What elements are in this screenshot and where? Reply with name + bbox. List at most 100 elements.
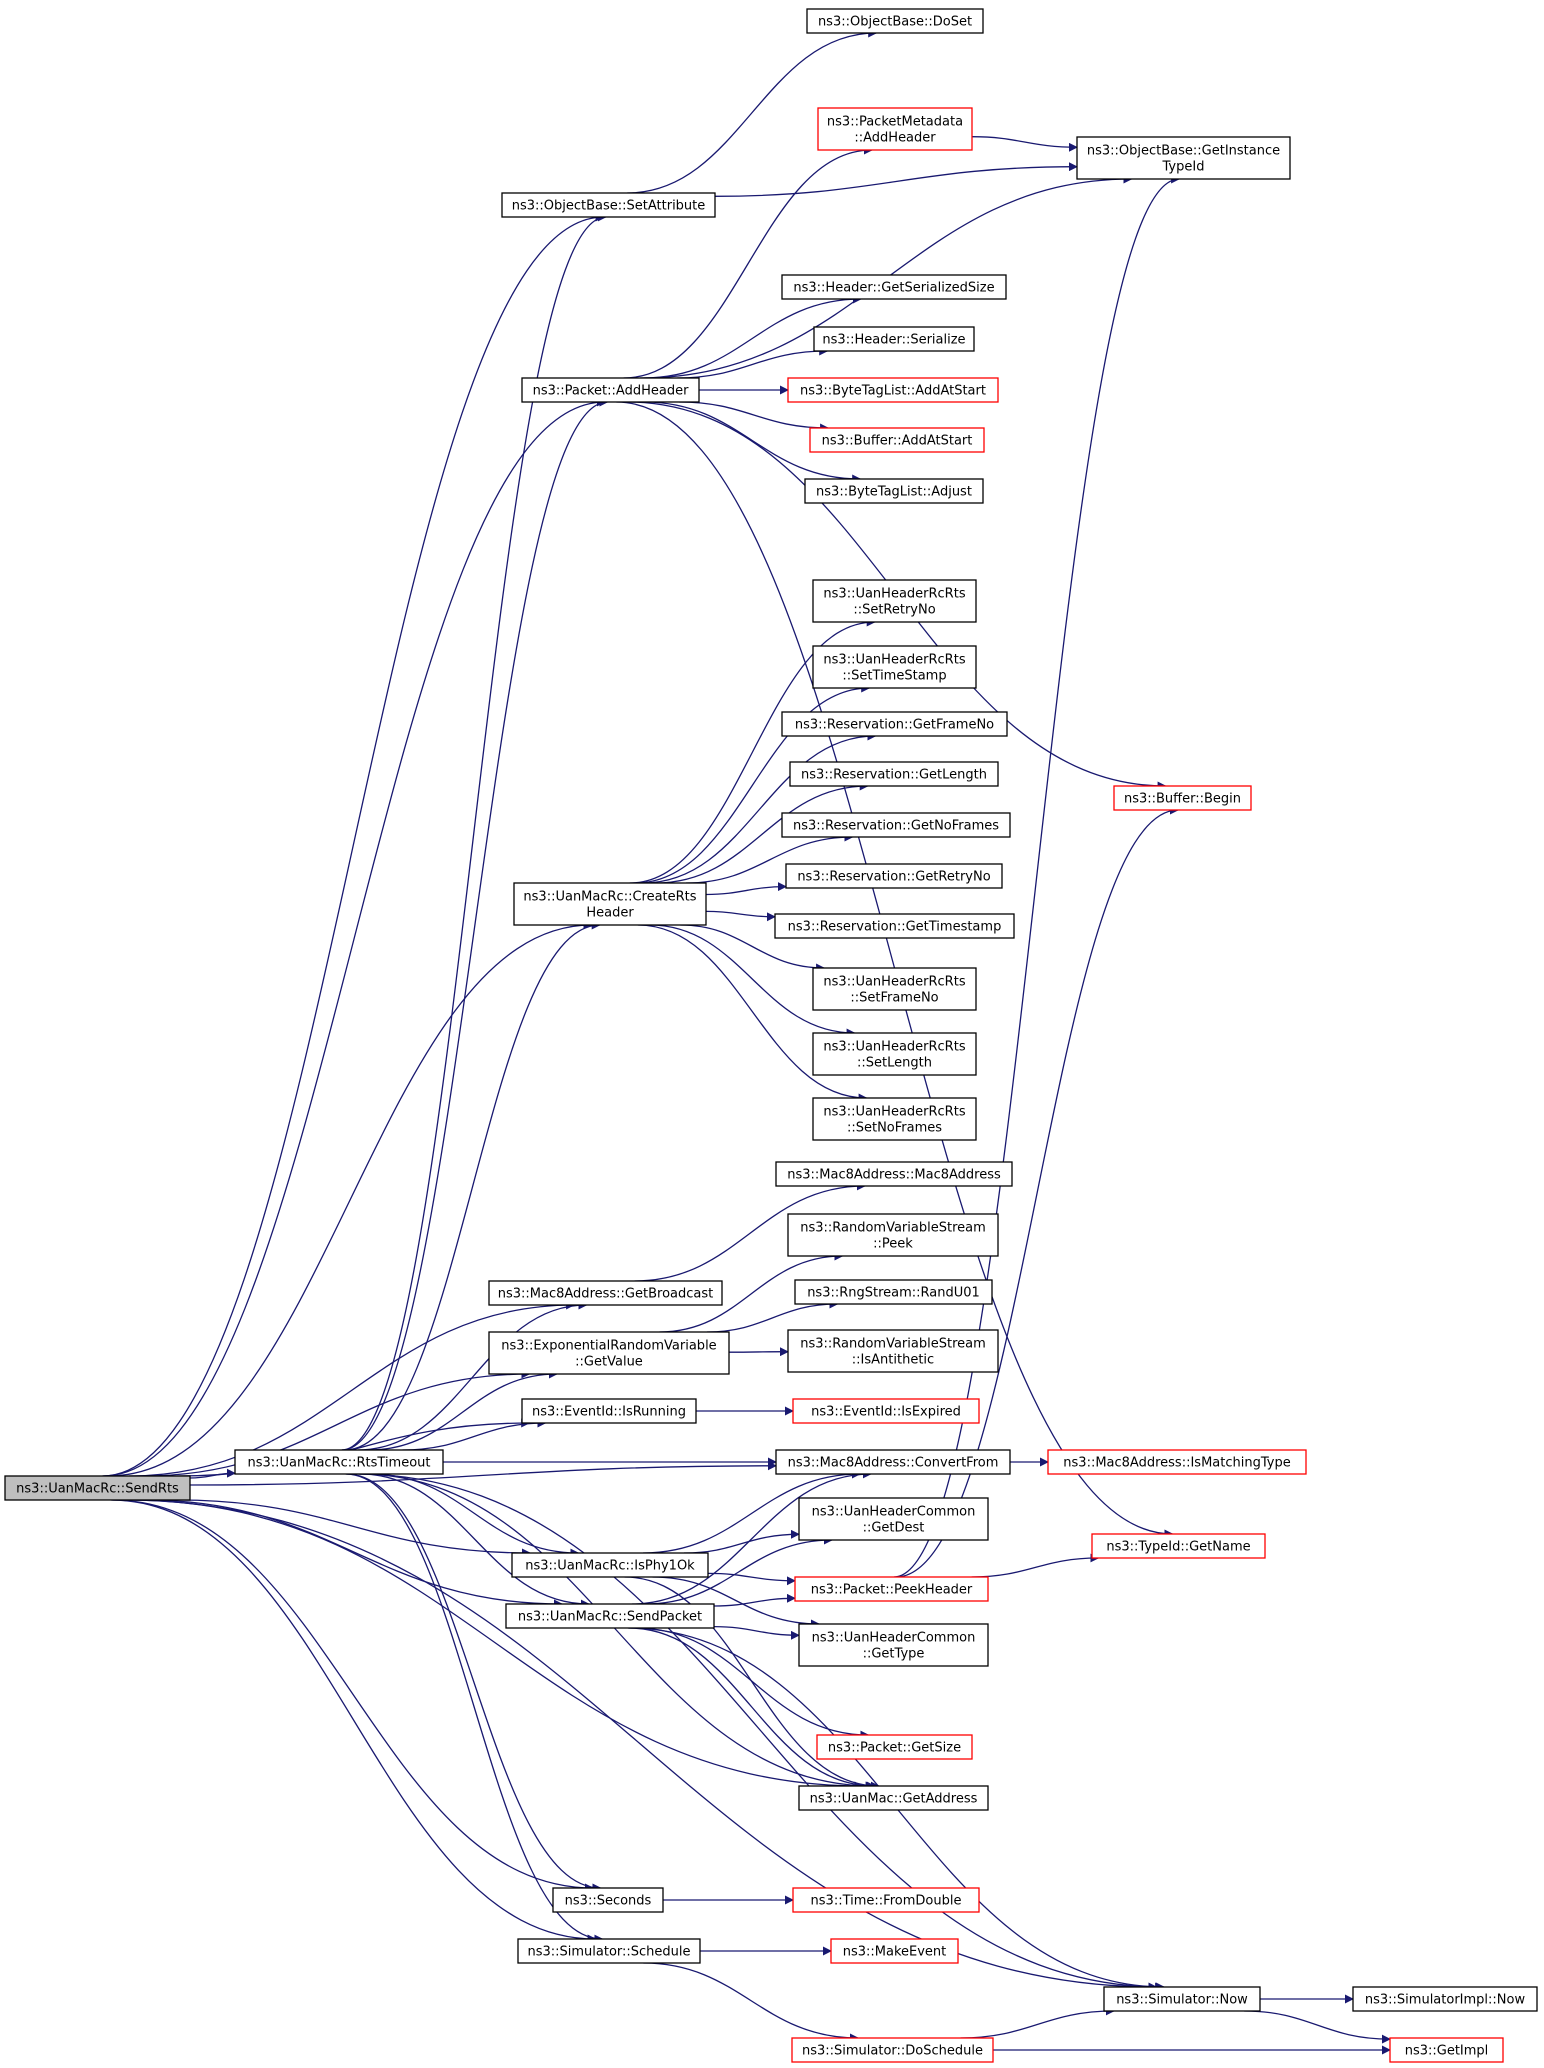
node-label: ns3::Mac8Address::ConvertFrom <box>788 1456 999 1471</box>
node-rts-timeout[interactable]: ns3::UanMacRc::RtsTimeout <box>234 1449 444 1475</box>
node-is-phy1-ok[interactable]: ns3::UanMacRc::IsPhy1Ok <box>511 1552 709 1578</box>
node-schedule[interactable]: ns3::Simulator::Schedule <box>517 1938 701 1964</box>
node-label: ns3::PacketMetadata <box>827 115 963 130</box>
node-box <box>781 711 1008 737</box>
node-get-impl[interactable]: ns3::GetImpl <box>1389 2037 1504 2063</box>
node-set-frame-no[interactable]: ns3::UanHeaderRcRts::SetFrameNo <box>812 967 977 1011</box>
edge-path <box>677 346 829 379</box>
edge-send-rts-to-send-packet <box>145 1499 563 1609</box>
node-label: ns3::Mac8Address::GetBroadcast <box>498 1287 713 1302</box>
node-is-expired[interactable]: ns3::EventId::IsExpired <box>792 1398 980 1424</box>
node-get-frame-no[interactable]: ns3::Reservation::GetFrameNo <box>781 711 1008 737</box>
node-get-no-frames[interactable]: ns3::Reservation::GetNoFrames <box>781 812 1011 838</box>
node-box <box>812 645 977 689</box>
edge-packet-add-header-to-pm-add-header <box>623 145 873 379</box>
node-rand-u01[interactable]: ns3::RngStream::RandU01 <box>794 1279 993 1305</box>
node-type-id-get-name[interactable]: ns3::TypeId::GetName <box>1091 1533 1266 1559</box>
edge-path <box>357 1300 588 1451</box>
node-label: ns3::Packet::PeekHeader <box>811 1583 973 1598</box>
edge-rts-timeout-to-schedule <box>345 1473 604 1944</box>
node-from-double[interactable]: ns3::Time::FromDouble <box>792 1887 980 1913</box>
node-do-set[interactable]: ns3::ObjectBase::DoSet <box>806 8 984 34</box>
node-uan-mac-get-address[interactable]: ns3::UanMac::GetAddress <box>798 1785 989 1811</box>
node-box <box>1103 1986 1261 2012</box>
edge-send-packet-to-convert-from <box>632 1469 872 1605</box>
node-label: ns3::ObjectBase::GetInstance <box>1087 144 1280 159</box>
edges-layer <box>102 28 1391 2055</box>
node-make-event[interactable]: ns3::MakeEvent <box>830 1938 959 1964</box>
node-get-timestamp[interactable]: ns3::Reservation::GetTimestamp <box>774 913 1015 939</box>
node-get-length[interactable]: ns3::Reservation::GetLength <box>789 761 999 787</box>
node-box <box>1047 1449 1307 1475</box>
node-get-dest[interactable]: ns3::UanHeaderCommon::GetDest <box>798 1497 989 1541</box>
edge-path <box>649 924 856 1038</box>
node-set-length[interactable]: ns3::UanHeaderRcRts::SetLength <box>812 1032 977 1076</box>
node-box <box>787 1213 999 1257</box>
edge-path <box>707 1572 796 1586</box>
node-buffer-add-at-start[interactable]: ns3::Buffer::AddAtStart <box>809 427 985 453</box>
node-btl-add-at-start[interactable]: ns3::ByteTagList::AddAtStart <box>787 377 999 403</box>
node-get-broadcast[interactable]: ns3::Mac8Address::GetBroadcast <box>488 1280 723 1306</box>
node-label: ns3::UanHeaderRcRts <box>823 975 965 990</box>
node-box <box>521 377 700 403</box>
edge-path <box>706 1299 839 1333</box>
edge-path <box>346 1473 602 1893</box>
edge-path <box>189 1468 236 1479</box>
edge-send-rts-to-seconds <box>112 1499 594 1893</box>
node-label: ns3::Simulator::DoSchedule <box>802 2044 983 2059</box>
node-get-type[interactable]: ns3::UanHeaderCommon::GetType <box>798 1623 989 1667</box>
node-buffer-begin[interactable]: ns3::Buffer::Begin <box>1113 785 1252 811</box>
edge-path <box>971 136 1078 152</box>
node-label: ns3::TypeId::GetName <box>1106 1540 1250 1555</box>
node-set-retry-no[interactable]: ns3::UanHeaderRcRts::SetRetryNo <box>812 579 977 623</box>
node-header-serialize[interactable]: ns3::Header::Serialize <box>813 326 975 352</box>
node-label: ns3::MakeEvent <box>843 1945 947 1960</box>
node-is-antithetic[interactable]: ns3::RandomVariableStream::IsAntithetic <box>787 1329 999 1373</box>
node-is-matching-type[interactable]: ns3::Mac8Address::IsMatchingType <box>1047 1449 1307 1475</box>
node-box <box>775 1161 1013 1187</box>
node-box <box>1076 136 1291 180</box>
node-set-attribute[interactable]: ns3::ObjectBase::SetAttribute <box>501 192 716 218</box>
node-label: ns3::UanMacRc::IsPhy1Ok <box>525 1559 695 1574</box>
node-seconds[interactable]: ns3::Seconds <box>552 1887 664 1913</box>
node-get-retry-no[interactable]: ns3::Reservation::GetRetryNo <box>785 863 1003 889</box>
node-set-time-stamp[interactable]: ns3::UanHeaderRcRts::SetTimeStamp <box>812 645 977 689</box>
node-box <box>789 761 999 787</box>
edge-path <box>643 294 862 379</box>
node-btl-adjust[interactable]: ns3::ByteTagList::Adjust <box>804 478 984 504</box>
node-sim-now[interactable]: ns3::Simulator::Now <box>1103 1986 1261 2012</box>
node-label: ns3::UanHeaderRcRts <box>823 1105 965 1120</box>
node-convert-from[interactable]: ns3::Mac8Address::ConvertFrom <box>775 1449 1011 1475</box>
node-peek-header[interactable]: ns3::Packet::PeekHeader <box>794 1576 989 1602</box>
node-get-serialized-size[interactable]: ns3::Header::GetSerializedSize <box>781 274 1007 300</box>
node-box <box>781 812 1011 838</box>
node-box <box>787 377 999 403</box>
node-pm-add-header[interactable]: ns3::PacketMetadata::AddHeader <box>817 107 973 151</box>
node-set-no-frames[interactable]: ns3::UanHeaderRcRts::SetNoFrames <box>812 1097 977 1141</box>
edge-exp-get-value-to-is-antithetic <box>728 1347 789 1357</box>
node-box <box>830 1938 959 1964</box>
node-packet-add-header[interactable]: ns3::Packet::AddHeader <box>521 377 700 403</box>
node-box <box>812 1097 977 1141</box>
node-send-packet[interactable]: ns3::UanMacRc::SendPacket <box>505 1603 715 1629</box>
node-send-rts[interactable]: ns3::UanMacRc::SendRts <box>4 1475 191 1501</box>
node-packet-get-size[interactable]: ns3::Packet::GetSize <box>816 1734 973 1760</box>
node-label: ns3::RngStream::RandU01 <box>807 1286 980 1301</box>
edge-rts-timeout-to-uan-mac-get-address <box>358 1473 875 1791</box>
edge-path <box>368 1369 558 1451</box>
node-sim-impl-now[interactable]: ns3::SimulatorImpl::Now <box>1352 1986 1538 2012</box>
node-label: ::SetLength <box>857 1056 932 1071</box>
edge-send-packet-to-get-dest <box>645 1535 833 1605</box>
node-exp-get-value[interactable]: ns3::ExponentialRandomVariable::GetValue <box>488 1331 730 1375</box>
node-is-running[interactable]: ns3::EventId::IsRunning <box>521 1398 697 1424</box>
node-mac8-address[interactable]: ns3::Mac8Address::Mac8Address <box>775 1161 1013 1187</box>
node-label: ns3::EventId::IsExpired <box>811 1405 961 1420</box>
node-rvs-peek[interactable]: ns3::RandomVariableStream::Peek <box>787 1213 999 1257</box>
node-box <box>816 1734 973 1760</box>
node-box <box>806 8 984 34</box>
node-label: ns3::UanMacRc::SendPacket <box>518 1610 702 1625</box>
node-do-schedule[interactable]: ns3::Simulator::DoSchedule <box>791 2037 994 2063</box>
edge-path <box>714 162 1078 197</box>
